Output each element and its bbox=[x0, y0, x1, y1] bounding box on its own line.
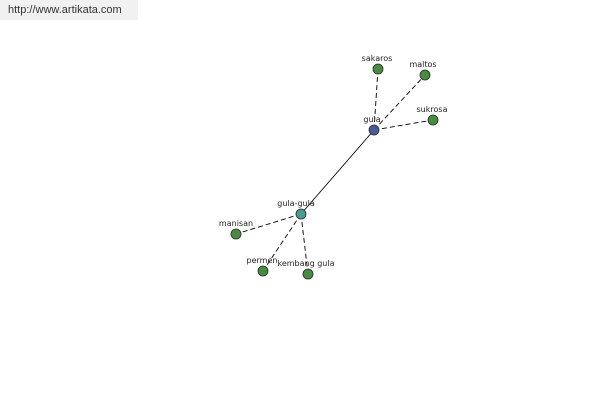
node-gula-gula[interactable] bbox=[295, 208, 307, 220]
node-label-permen: permen bbox=[247, 256, 278, 265]
node-sakaros[interactable] bbox=[372, 63, 384, 75]
edge-gula-sukrosa bbox=[373, 119, 434, 131]
edges-layer bbox=[235, 68, 434, 275]
node-manisan[interactable] bbox=[230, 228, 242, 240]
edge-gula-gula-gula bbox=[300, 129, 375, 215]
node-permen[interactable] bbox=[257, 265, 269, 277]
node-sukrosa[interactable] bbox=[427, 114, 439, 126]
node-label-gula: gula bbox=[363, 115, 380, 124]
edge-gula-sakaros bbox=[373, 68, 379, 131]
node-gula[interactable] bbox=[368, 124, 380, 136]
labels-layer: gula gula-gula sakaros maltos sukrosa manisan… bbox=[219, 54, 448, 268]
node-label-sakaros: sakaros bbox=[362, 54, 393, 63]
site-url[interactable]: http://www.artikata.com bbox=[0, 0, 138, 20]
edge-gula-gula-permen bbox=[262, 213, 302, 272]
nodes-layer bbox=[230, 63, 439, 280]
node-label-manisan: manisan bbox=[219, 219, 253, 228]
node-label-kembang-gula: kembang gula bbox=[277, 259, 334, 268]
node-kembang-gula[interactable] bbox=[302, 268, 314, 280]
node-label-maltos: maltos bbox=[409, 60, 436, 69]
edge-gula-maltos bbox=[373, 74, 426, 131]
edge-gula-gula-manisan bbox=[235, 213, 302, 235]
node-label-sukrosa: sukrosa bbox=[417, 105, 448, 114]
node-maltos[interactable] bbox=[419, 69, 431, 81]
node-label-gula-gula: gula-gula bbox=[277, 199, 315, 208]
edge-gula-gula-kembang-gula bbox=[300, 213, 309, 275]
